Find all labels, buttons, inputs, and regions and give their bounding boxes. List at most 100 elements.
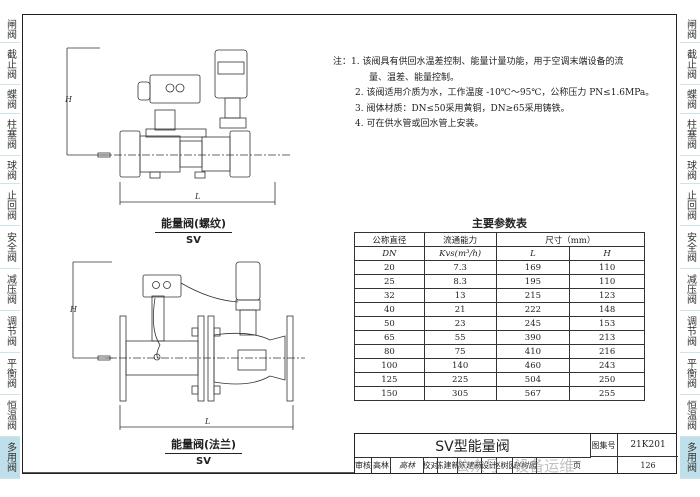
note-3: 3. 阀体材质：DN≤50采用黄铜，DN≥65采用铸铁。 — [355, 103, 570, 114]
cell-kvs: 23 — [423, 316, 497, 331]
header-dn: 公称直径 — [354, 232, 425, 247]
page-number: 126 — [640, 461, 656, 470]
cell-dn: 50 — [354, 316, 425, 331]
tab-check-valve[interactable]: 止回阀 — [680, 184, 700, 227]
tab-pressure-reducing-valve[interactable]: 减压阀 — [0, 269, 20, 311]
cell-dn: 150 — [354, 386, 425, 401]
header-l: L — [495, 246, 571, 261]
flow-arrow-icon — [97, 355, 111, 361]
header-size: 尺寸（mm） — [495, 232, 646, 247]
tab-check-valve[interactable]: 止回阀 — [0, 184, 20, 227]
drawing-title: SV型能量阀 — [355, 434, 591, 458]
caption-model: SV — [186, 235, 201, 246]
atlas-label: 图集号 — [590, 434, 618, 457]
cell-kvs: 140 — [423, 358, 497, 373]
dim-h-label: H — [64, 95, 73, 104]
page-label: 页 — [537, 457, 618, 474]
tab-multipurpose-valve[interactable]: 多用阀 — [680, 436, 700, 480]
tab-gate-valve[interactable]: 闸阀 — [680, 15, 700, 44]
header-dn-symbol: DN — [354, 246, 425, 261]
checker-name: 陈建新 — [438, 457, 458, 474]
caption-title: 能量阀(法兰) — [165, 436, 243, 454]
checker-signature: 陈建新 — [458, 457, 482, 474]
tab-multipurpose-valve[interactable]: 多用阀 — [0, 436, 20, 480]
threaded-valve-drawing: H L — [64, 47, 290, 205]
tab-regulating-valve[interactable]: 调节阀 — [0, 311, 20, 353]
threaded-valve-caption: 能量阀(螺纹) SV — [155, 215, 233, 246]
cell-h: 153 — [569, 316, 645, 331]
designer-name: 赵树园 — [497, 457, 513, 474]
tab-thermostatic-valve[interactable]: 恒温阀 — [0, 395, 20, 437]
cell-h: 110 — [569, 260, 645, 275]
cell-l: 460 — [495, 358, 571, 373]
note-1: 1. 该阀具有供回水温差控制、能量计量功能，用于空调末端设备的流 — [351, 57, 624, 67]
tab-globe-valve[interactable]: 截止阀 — [680, 43, 700, 86]
cell-dn: 125 — [354, 372, 425, 387]
cell-l: 169 — [495, 260, 571, 275]
tab-globe-valve[interactable]: 截止阀 — [0, 43, 20, 86]
category-tabs-left: 闸阀 截止阀 蝶阀 柱塞阀 球阀 止回阀 安全阀 减压阀 调节阀 平衡阀 恒温阀… — [0, 15, 20, 480]
reviewer-name: 高林 — [372, 457, 391, 474]
cell-l: 567 — [495, 386, 571, 401]
note-1-cont: 量、温差、能量控制。 — [369, 72, 460, 83]
cell-h: 148 — [569, 302, 645, 317]
notes-prefix: 注： — [333, 57, 352, 67]
designer-signature: 赵树园 — [513, 457, 537, 474]
tab-butterfly-valve[interactable]: 蝶阀 — [680, 85, 700, 114]
cell-kvs: 8.3 — [423, 274, 497, 289]
flanged-valve-drawing: H L — [69, 261, 305, 430]
caption-model: SV — [196, 456, 211, 467]
tab-plunger-valve[interactable]: 柱塞阀 — [680, 114, 700, 156]
tab-gate-valve[interactable]: 闸阀 — [0, 15, 20, 44]
tab-pressure-reducing-valve[interactable]: 减压阀 — [680, 269, 700, 311]
tab-regulating-valve[interactable]: 调节阀 — [680, 311, 700, 353]
cell-dn: 25 — [354, 274, 425, 289]
note-2: 2. 该阀适用介质为水，工作温度 -10℃～95℃，公称压力 PN≤1.6MPa… — [355, 88, 655, 98]
cell-dn: 65 — [354, 330, 425, 345]
table-title: 主要参数表 — [472, 217, 527, 230]
cell-kvs: 13 — [423, 288, 497, 303]
cell-kvs: 305 — [423, 386, 497, 401]
cell-l: 504 — [495, 372, 571, 387]
tab-plunger-valve[interactable]: 柱塞阀 — [0, 114, 20, 156]
tab-safety-valve[interactable]: 安全阀 — [680, 226, 700, 269]
review-label: 审核 — [355, 457, 372, 474]
cell-kvs: 225 — [423, 372, 497, 387]
check-label: 校对 — [424, 457, 438, 474]
cell-h: 110 — [569, 274, 645, 289]
tab-safety-valve[interactable]: 安全阀 — [0, 226, 20, 269]
tab-butterfly-valve[interactable]: 蝶阀 — [0, 85, 20, 114]
tab-ball-valve[interactable]: 球阀 — [680, 156, 700, 185]
title-block: SV型能量阀 图集号 21K201 审核 高林 高林 校对 陈建新 陈建新 设计… — [354, 433, 678, 474]
dim-l-label: L — [194, 192, 200, 201]
dim-l-label: L — [204, 417, 210, 426]
tab-ball-valve[interactable]: 球阀 — [0, 156, 20, 185]
cell-dn: 40 — [354, 302, 425, 317]
tab-balancing-valve[interactable]: 平衡阀 — [0, 353, 20, 395]
cell-l: 222 — [495, 302, 571, 317]
cell-h: 243 — [569, 358, 645, 373]
tab-thermostatic-valve[interactable]: 恒温阀 — [680, 395, 700, 437]
header-h: H — [569, 246, 645, 261]
cell-l: 245 — [495, 316, 571, 331]
atlas-number: 21K201 — [618, 434, 678, 457]
tab-balancing-valve[interactable]: 平衡阀 — [680, 353, 700, 395]
cell-dn: 20 — [354, 260, 425, 275]
note-4: 4. 可在供水管或回水管上安装。 — [355, 119, 484, 129]
cell-kvs: 7.3 — [423, 260, 497, 275]
cell-kvs: 55 — [423, 330, 497, 345]
cell-dn: 100 — [354, 358, 425, 373]
cell-h: 213 — [569, 330, 645, 345]
dim-h-label: H — [69, 305, 78, 314]
caption-title: 能量阀(螺纹) — [155, 215, 233, 233]
design-label: 设计 — [482, 457, 497, 474]
flow-arrow-icon — [97, 152, 111, 158]
